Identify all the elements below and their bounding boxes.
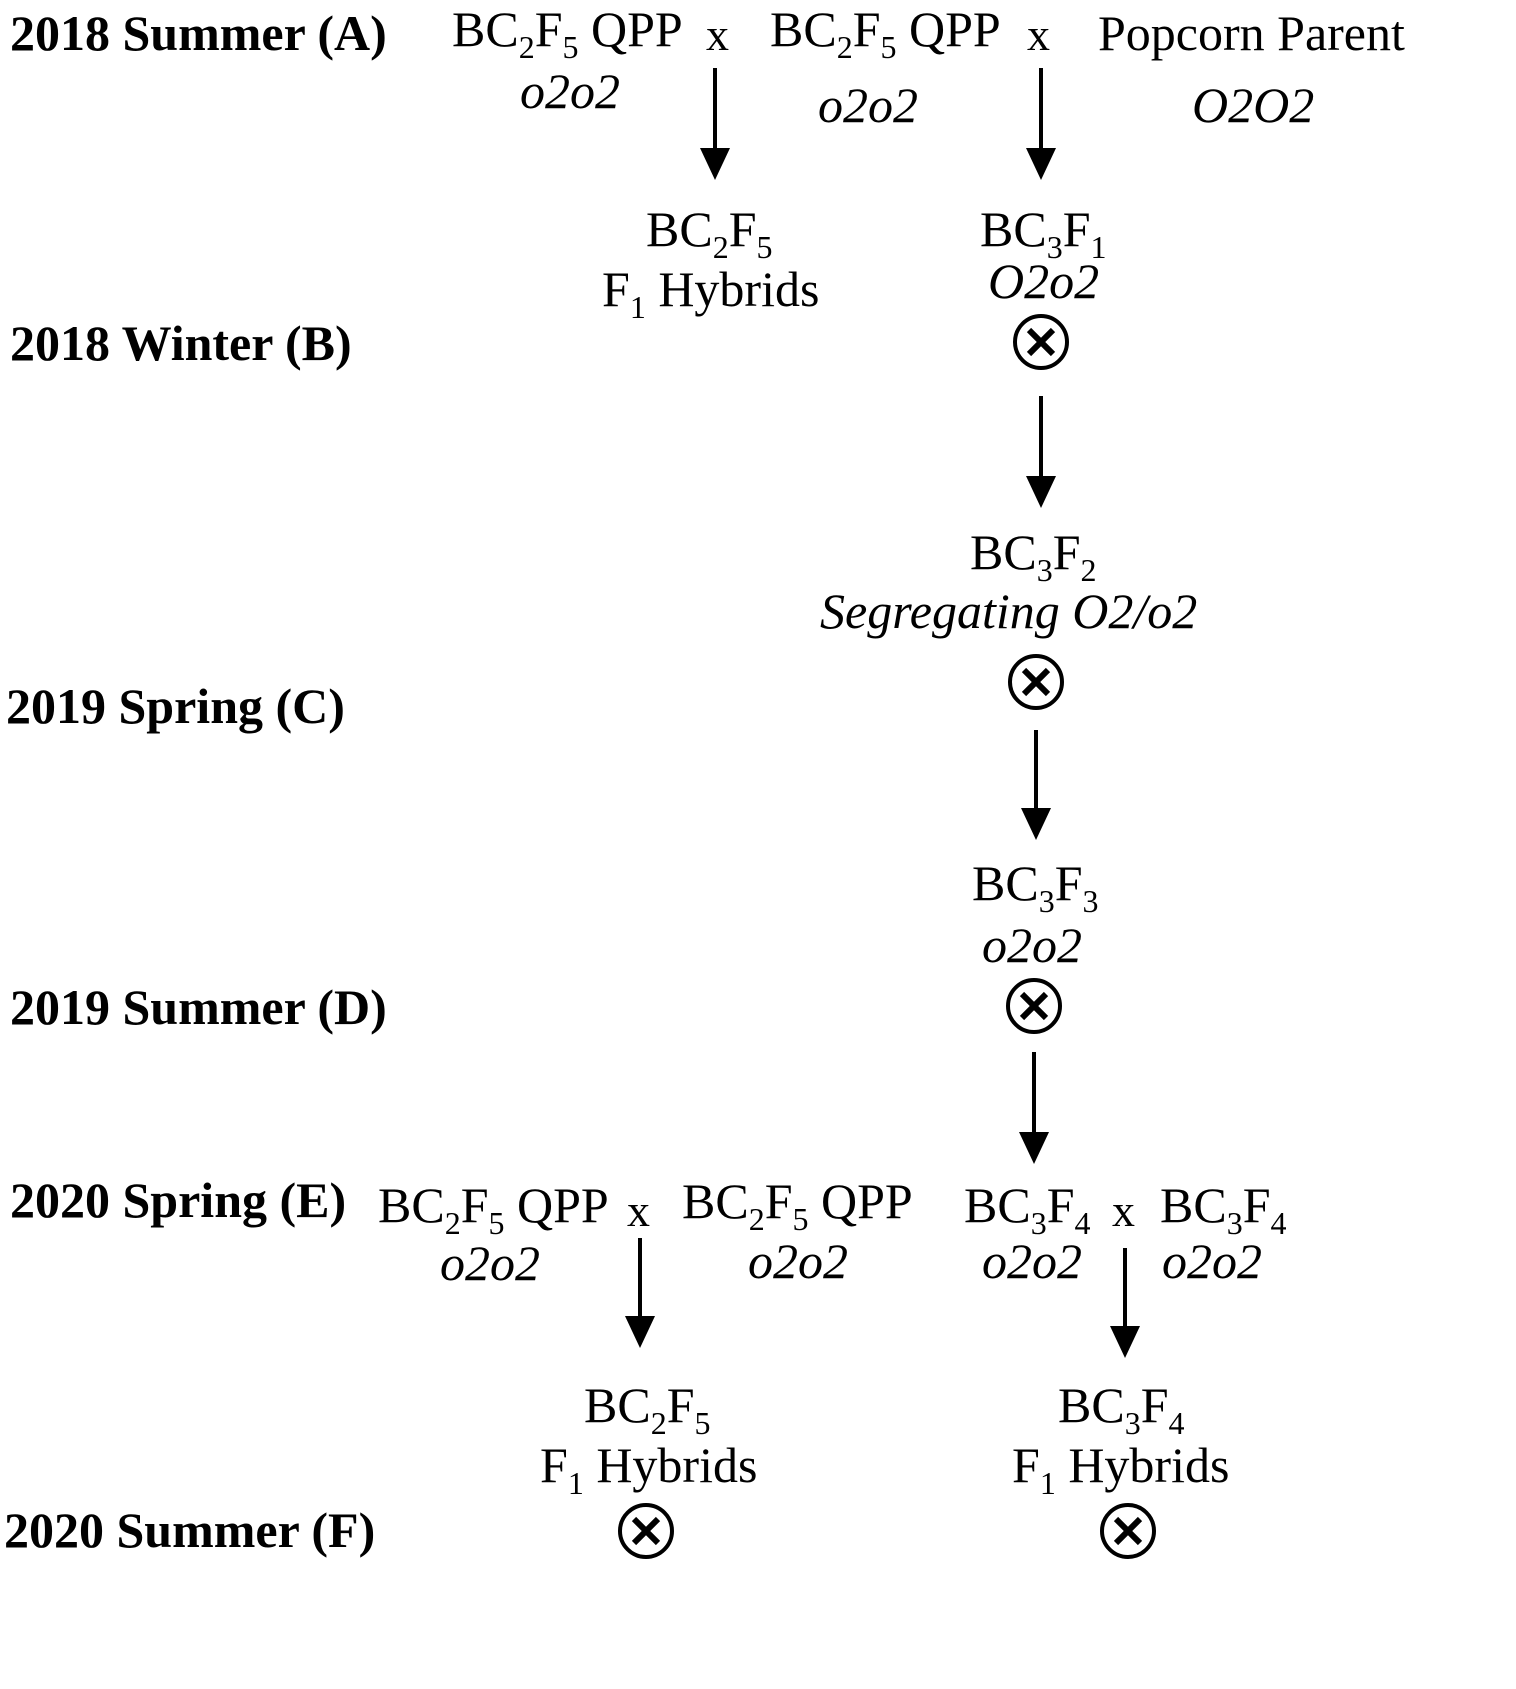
cross-symbol: x [1112, 1185, 1135, 1236]
bc2f5-hybrid-label-2: BC2F5 [584, 1377, 711, 1441]
arrowhead [1026, 148, 1056, 180]
popcorn-parent: Popcorn Parent [1098, 5, 1405, 61]
parent-bc2f5-qpp-1: BC2F5 QPP [452, 1, 683, 65]
bc3f4-hybrid-label: BC3F4 [1058, 1377, 1185, 1441]
arrowhead [700, 148, 730, 180]
genotype-o2o2: o2o2 [440, 1235, 540, 1291]
self-pollination-icon [1100, 1503, 1156, 1559]
genotype-o2o2: o2o2 [748, 1233, 848, 1289]
self-pollination-icon [618, 1503, 674, 1559]
bc3f3-label: BC3F3 [972, 855, 1099, 919]
genotype-O2o2: O2o2 [988, 253, 1100, 309]
f1-hybrids-label-3: F1 Hybrids [1012, 1437, 1230, 1501]
arrowhead [625, 1316, 655, 1348]
arrowhead [1026, 476, 1056, 508]
self-pollination-icon [1008, 654, 1064, 710]
season-label-f: 2020 Summer (F) [4, 1502, 376, 1558]
self-pollination-icon [1013, 314, 1069, 370]
genotype-segregating: Segregating O2/o2 [820, 583, 1198, 639]
f1-hybrids-label-2: F1 Hybrids [540, 1437, 758, 1501]
cross-symbol: x [1027, 9, 1050, 60]
bc3f2-label: BC3F2 [970, 524, 1097, 588]
season-label-d: 2019 Summer (D) [10, 979, 387, 1035]
parent-bc3f4-1: BC3F4 [964, 1177, 1091, 1241]
genotype-o2o2: o2o2 [982, 1233, 1082, 1289]
season-label-b: 2018 Winter (B) [10, 315, 352, 371]
season-label-a: 2018 Summer (A) [10, 5, 387, 61]
self-pollination-icon [1006, 978, 1062, 1034]
parent-bc2f5-qpp-2: BC2F5 QPP [770, 1, 1001, 65]
bc2f5-hybrid-label: BC2F5 [646, 201, 773, 265]
season-label-c: 2019 Spring (C) [6, 678, 345, 734]
cross-symbol: x [706, 9, 729, 60]
parent-bc3f4-2: BC3F4 [1160, 1177, 1287, 1241]
arrowhead [1021, 808, 1051, 840]
parent-bc2f5-qpp-4: BC2F5 QPP [682, 1173, 913, 1237]
genotype-o2o2: o2o2 [982, 917, 1082, 973]
genotype-o2o2: o2o2 [520, 63, 620, 119]
genotype-O2O2: O2O2 [1192, 77, 1315, 133]
arrowhead [1019, 1132, 1049, 1164]
genotype-o2o2: o2o2 [1162, 1233, 1262, 1289]
season-label-e: 2020 Spring (E) [10, 1172, 347, 1228]
genotype-o2o2: o2o2 [818, 77, 918, 133]
parent-bc2f5-qpp-3: BC2F5 QPP [378, 1177, 609, 1241]
arrowhead [1110, 1326, 1140, 1358]
cross-symbol: x [627, 1185, 650, 1236]
bc3f1-label: BC3F1 [980, 201, 1107, 265]
f1-hybrids-label: F1 Hybrids [602, 261, 820, 325]
